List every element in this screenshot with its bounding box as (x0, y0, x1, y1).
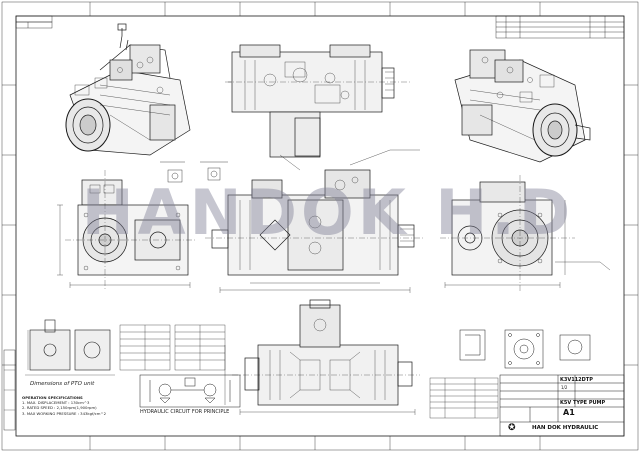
hydraulic-circuit (139, 374, 241, 408)
spec-item: 3. MAX WORKING PRESSURE : 343kgf/cm^2 (22, 410, 107, 416)
side-view-left (57, 170, 195, 290)
part-description: K5V TYPE PUMP (560, 400, 606, 406)
top-left-stamp (15, 15, 53, 29)
detail-callouts (160, 161, 228, 183)
bottom-section-view (224, 299, 420, 415)
title-block (499, 374, 625, 437)
spec-item: 2. RATED SPEED : 2,150rpm(1,900rpm) (22, 405, 97, 411)
revision-table (495, 15, 625, 39)
pto-unit-label: Dimensions of PTO unit (30, 381, 95, 387)
pto-detail (25, 319, 115, 376)
spec-heading: OPERATION SPECIFICATIONS (22, 395, 83, 400)
front-view-center (205, 149, 425, 293)
sheet-size: A1 (563, 408, 575, 417)
spec-table (119, 324, 226, 371)
parts-table (429, 377, 499, 419)
flange-details (459, 329, 591, 369)
company-name: HAN DOK HYDRAULIC (532, 425, 599, 431)
company-logo-icon: ✪ (508, 423, 516, 433)
isometric-view-left (65, 23, 191, 156)
part-number: K3V112DTP (560, 377, 593, 383)
isometric-view-right (454, 49, 591, 163)
hydraulic-circuit-label: HYDRAULIC CIRCUIT FOR PRINCIPLE (140, 409, 230, 415)
top-center-view (225, 44, 410, 158)
spec-item: 1. MAX. DISPLACEMENT : 130cm^3 (22, 400, 90, 406)
drawing-scale: 1/2 (561, 385, 568, 390)
operation-specifications: OPERATION SPECIFICATIONS 1. MAX. DISPLAC… (22, 395, 106, 416)
end-view-right (440, 175, 611, 292)
